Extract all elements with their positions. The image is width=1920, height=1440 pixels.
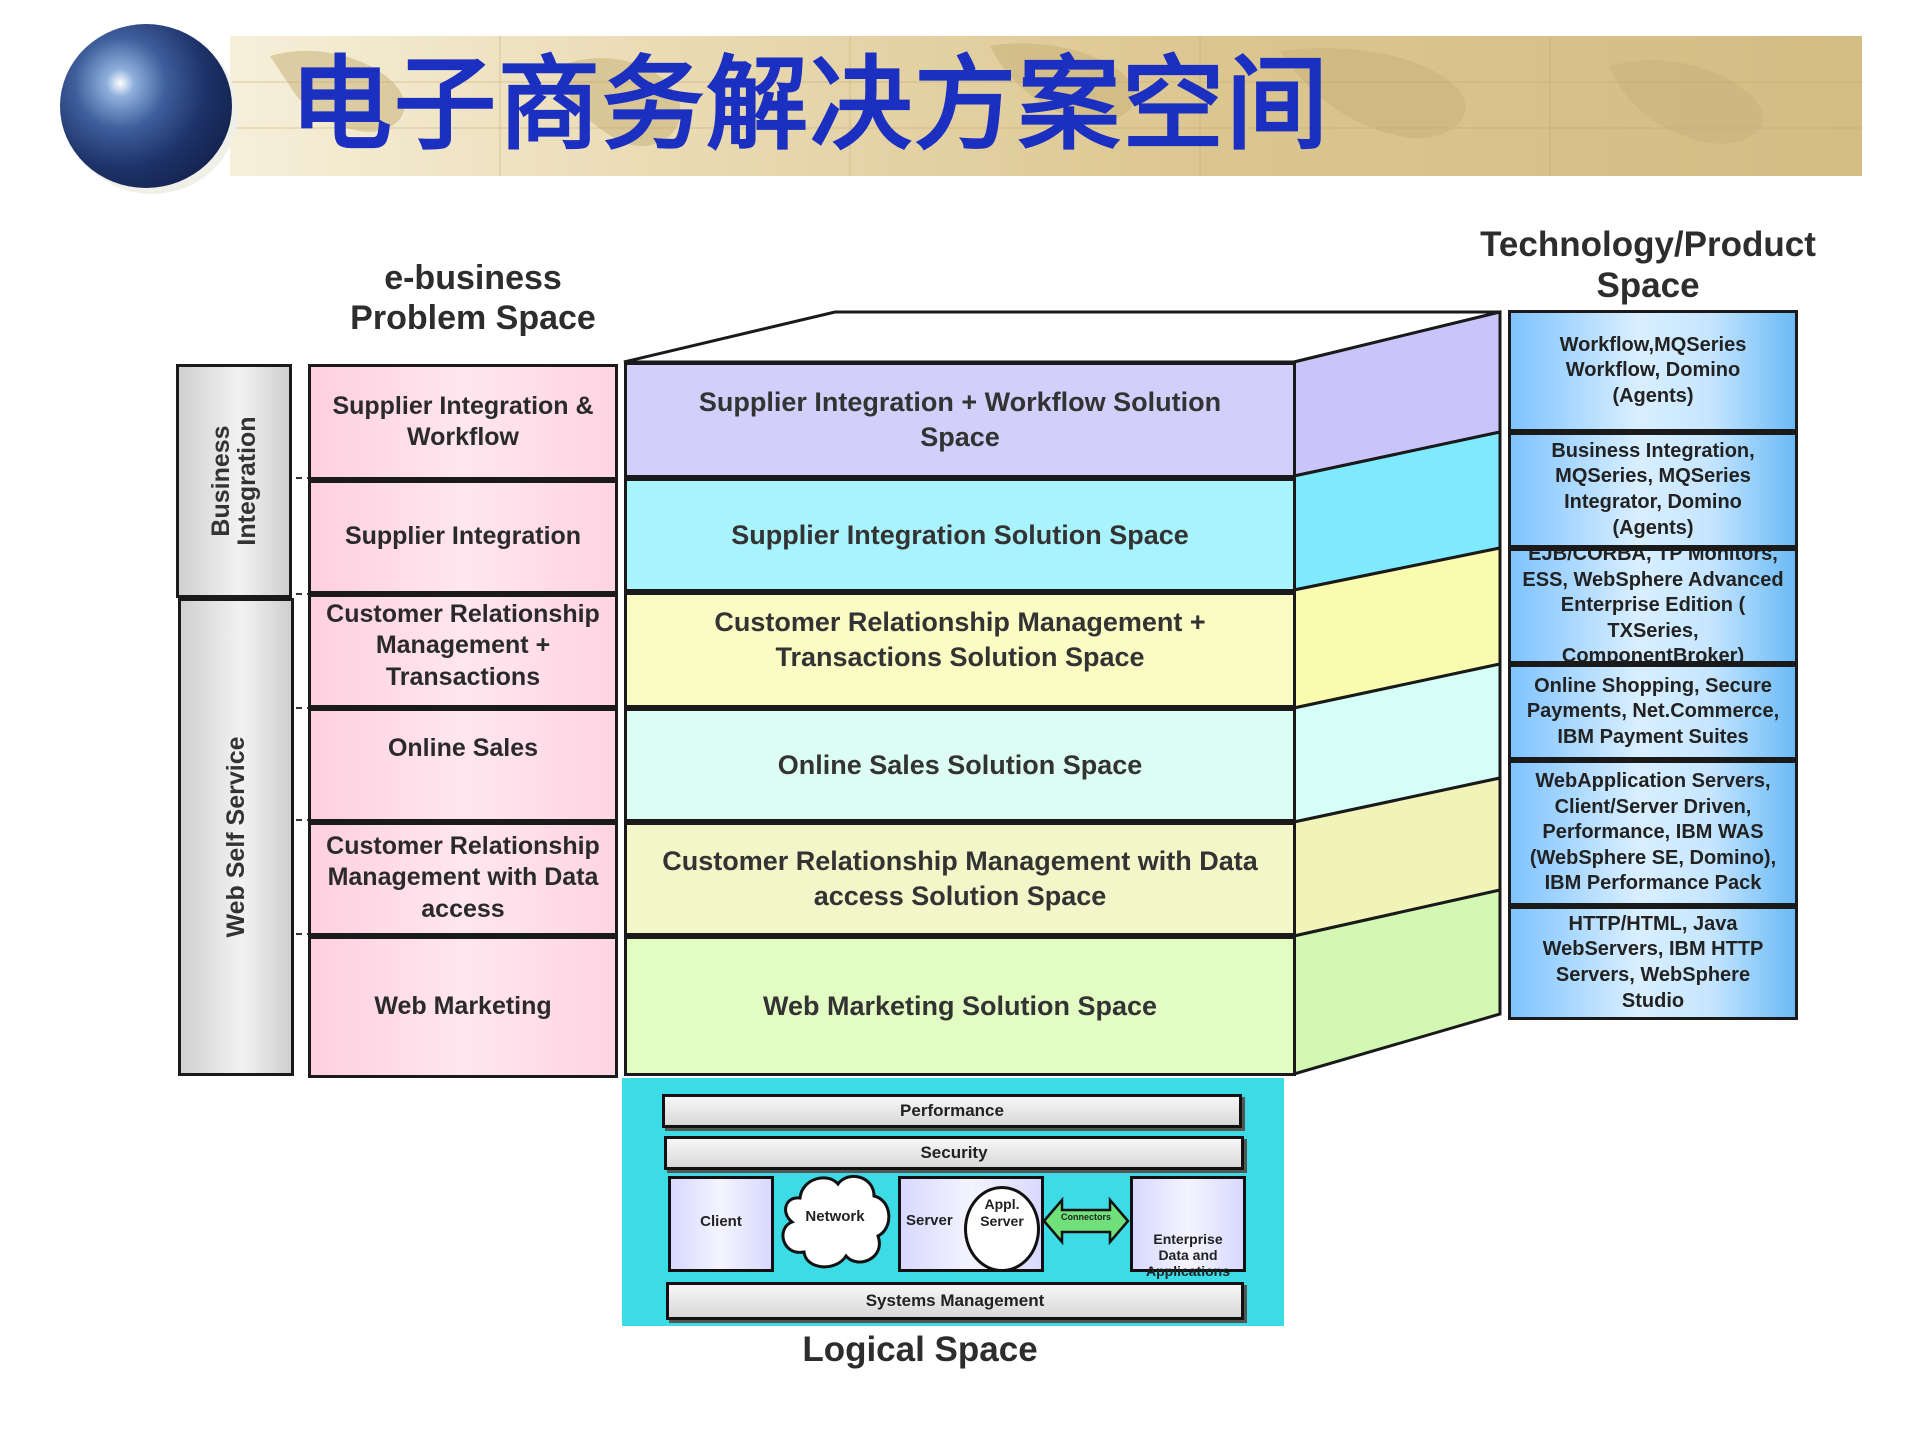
solution-row-label: Web Marketing Solution Space (762, 990, 1158, 1021)
business-integration-label: Business Integration (206, 416, 261, 546)
security-bar: Security (664, 1136, 1244, 1170)
solution-row: Online Sales Solution Space (624, 708, 1296, 822)
problem-row: Supplier Integration (308, 480, 618, 594)
enterprise-box: Enterprise Data and Applications (1130, 1176, 1246, 1279)
problem-row: Online Sales (308, 708, 618, 822)
appl-server-circle (964, 1186, 1040, 1272)
technology-row: HTTP/HTML, Java WebServers, IBM HTTP Ser… (1508, 906, 1798, 1020)
client-label: Client (700, 1213, 742, 1230)
solution-row-label: Supplier Integration + Workflow Solution… (698, 387, 1222, 452)
solution-row: Customer Relationship Management with Da… (624, 822, 1296, 936)
network-label: Network (805, 1208, 865, 1225)
connectors-label: Connectors (1060, 1212, 1111, 1222)
page-title: 电子商务解决方案空间 (290, 46, 1330, 165)
connectors-arrow-icon (1042, 1196, 1130, 1246)
technology-space-heading: Technology/Product Space (1480, 225, 1816, 306)
solution-row: Supplier Integration + Workflow Solution… (624, 362, 1296, 478)
logical-space-heading: Logical Space (802, 1330, 1038, 1369)
technology-row: WebApplication Servers, Client/Server Dr… (1508, 760, 1798, 906)
web-self-service-group: Web Self Service (178, 598, 294, 1076)
client-box: Client (668, 1176, 774, 1272)
problem-row: Customer Relationship Management with Da… (308, 822, 618, 936)
business-integration-group: Business Integration (176, 364, 292, 598)
solution-row-label: Online Sales Solution Space (777, 749, 1143, 780)
problem-row: Supplier Integration & Workflow (308, 364, 618, 480)
technology-row: Business Integration, MQSeries, MQSeries… (1508, 432, 1798, 548)
enterprise-label: Enterprise Data and Applications (1145, 1231, 1230, 1280)
problem-space-heading: e-business Problem Space (350, 259, 596, 338)
server-label: Server (906, 1212, 953, 1229)
network-cloud-icon (781, 1174, 891, 1269)
solution-row: Web Marketing Solution Space (624, 936, 1296, 1076)
web-self-service-label: Web Self Service (221, 736, 250, 938)
systems-management-bar: Systems Management (666, 1282, 1244, 1320)
world-map-watermark (230, 36, 1862, 176)
problem-row: Customer Relationship Management + Trans… (308, 594, 618, 708)
technology-row: Workflow,MQSeries Workflow, Domino (Agen… (1508, 310, 1798, 432)
solution-row: Supplier Integration Solution Space (624, 478, 1296, 592)
technology-row: EJB/CORBA, TP Monitors, ESS, WebSphere A… (1508, 548, 1798, 664)
problem-row-label: Customer Relationship Management with Da… (326, 832, 600, 923)
solution-row-label: Customer Relationship Management + Trans… (714, 607, 1206, 672)
problem-row-label: Supplier Integration & Workflow (332, 392, 594, 452)
problem-row-label: Web Marketing (374, 992, 552, 1021)
title-banner (230, 36, 1862, 176)
globe-logo (60, 24, 232, 188)
problem-row-label: Customer Relationship Management + Trans… (326, 600, 600, 691)
appl-server-label: Appl. Server (980, 1196, 1024, 1229)
problem-row: Web Marketing (308, 936, 618, 1078)
solution-row-label: Customer Relationship Management with Da… (662, 846, 1258, 911)
technology-row: Online Shopping, Secure Payments, Net.Co… (1508, 664, 1798, 760)
problem-row-label: Supplier Integration (344, 522, 582, 551)
solution-row-label: Supplier Integration Solution Space (731, 519, 1189, 550)
solution-row: Customer Relationship Management + Trans… (624, 592, 1296, 708)
performance-bar: Performance (662, 1094, 1242, 1128)
problem-row-label: Online Sales (387, 734, 539, 762)
